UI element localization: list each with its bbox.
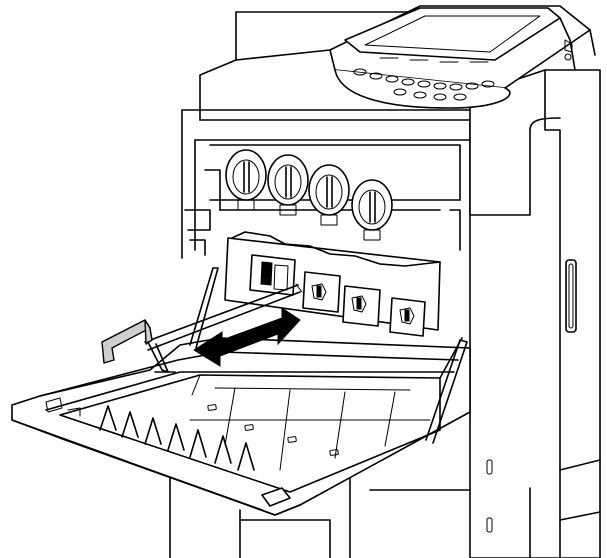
toner-cartridge-3 <box>308 164 350 226</box>
front-door <box>11 267 471 516</box>
printer-body <box>169 11 601 558</box>
printhead-area <box>224 231 441 337</box>
cleaning-tool <box>101 283 303 373</box>
control-panel <box>329 5 596 109</box>
toner-cartridge-1 <box>225 149 267 211</box>
toner-cartridge-2 <box>267 154 309 216</box>
motion-arrow <box>193 307 301 367</box>
toner-cartridge-4 <box>351 179 393 241</box>
